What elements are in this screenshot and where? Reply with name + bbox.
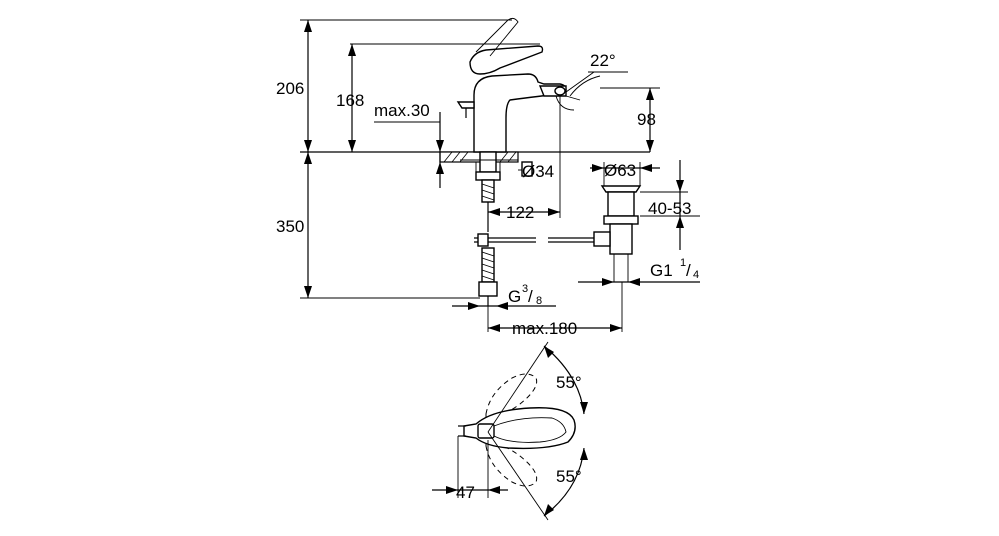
- dim-max-30: max.30: [374, 101, 430, 120]
- dim-angle-22: 22°: [590, 51, 616, 70]
- supply-hose: [478, 179, 498, 306]
- dim-angle-55-top: 55°: [556, 373, 582, 392]
- dim-thread-g1-num: 1: [680, 257, 686, 269]
- dim-thread-g1-slash: /: [686, 261, 691, 280]
- dim-dia-34: Ø34: [522, 162, 554, 181]
- dim-168: 168: [336, 91, 364, 110]
- dim-40-53: 40-53: [648, 199, 691, 218]
- waste-valve: [593, 185, 642, 282]
- dim-max-180: max.180: [512, 319, 577, 338]
- popup-rod: [474, 233, 596, 247]
- dim-thread-g38: G: [508, 287, 521, 306]
- dim-350: 350: [276, 217, 304, 236]
- dim-thread-g1: G1: [650, 261, 673, 280]
- dim-dia-63: Ø63: [604, 161, 636, 180]
- dim-angle-55-bottom: 55°: [556, 467, 582, 486]
- dim-206: 206: [276, 79, 304, 98]
- dim-thread-g38-num: 3: [522, 283, 528, 295]
- faucet-top-view: 55° 55° 47: [432, 341, 588, 521]
- dim-122: 122: [506, 203, 534, 222]
- dim-thread-g1-den: 4: [693, 269, 699, 281]
- dim-47: 47: [456, 483, 475, 502]
- faucet-side-view: 206 168 max.30 Ø34 22° 98: [276, 17, 700, 338]
- dim-thread-g38-slash: /: [528, 287, 533, 306]
- dim-thread-g38-den: 8: [536, 295, 542, 307]
- dim-98: 98: [637, 110, 656, 129]
